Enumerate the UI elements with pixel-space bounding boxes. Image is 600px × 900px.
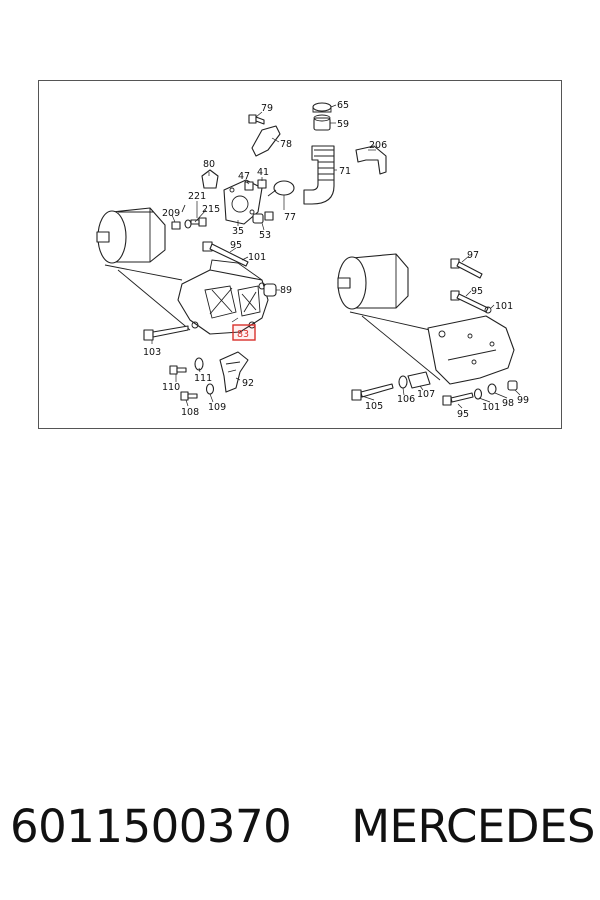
brand-name: MERCEDES (351, 800, 595, 853)
sleeve-89 (263, 283, 277, 297)
bracket-35 (223, 179, 263, 225)
callout-89: 89 (280, 285, 292, 296)
callout-106: 106 (397, 394, 415, 405)
callout-111: 111 (194, 373, 212, 384)
callout-110: 110 (162, 382, 180, 393)
callout-53: 53 (259, 230, 271, 241)
nut-99 (507, 380, 518, 391)
clamp-77 (267, 180, 295, 197)
callout-101-right: 101 (495, 301, 513, 312)
bolt-105 (351, 383, 394, 401)
bolt-95-bottom (442, 392, 474, 406)
callout-97: 97 (467, 250, 479, 261)
bolt-97 (450, 258, 483, 279)
washer-215 (184, 219, 192, 229)
washer-111 (194, 357, 204, 371)
bolt-95-left (202, 241, 249, 267)
callout-108: 108 (181, 407, 199, 418)
left-compressor-body (96, 207, 191, 331)
callout-107: 107 (417, 389, 435, 400)
fitting-59 (313, 114, 331, 131)
callout-95-right: 95 (471, 286, 483, 297)
bolt-79 (248, 114, 265, 125)
bracket-206 (355, 145, 387, 175)
washer-98 (487, 383, 497, 395)
washer-109 (205, 383, 215, 395)
clip-221 (181, 204, 186, 213)
right-compressor-body (337, 253, 441, 381)
callout-71: 71 (339, 166, 351, 177)
bracket-92 (219, 351, 249, 393)
callout-35: 35 (232, 226, 244, 237)
callout-65: 65 (337, 100, 349, 111)
fitting-65 (312, 102, 332, 113)
bracket-78 (251, 125, 281, 157)
callout-98: 98 (502, 398, 514, 409)
nut-41 (257, 179, 267, 189)
right-mounting-bracket (427, 315, 515, 385)
nut-53 (252, 213, 264, 224)
callout-80: 80 (203, 159, 215, 170)
callout-41: 41 (257, 167, 269, 178)
callout-206: 206 (369, 140, 387, 151)
callout-101-bottom: 101 (482, 402, 500, 413)
callout-101-left: 101 (248, 252, 266, 263)
bolt-103 (143, 325, 189, 341)
callout-59: 59 (337, 119, 349, 130)
spacer-106 (398, 375, 408, 389)
callout-95-bottom: 95 (457, 409, 469, 420)
part-number: 6011500370 (10, 800, 292, 853)
callout-47: 47 (238, 171, 250, 182)
footer-caption: 6011500370 MERCEDES (10, 800, 595, 853)
callout-215: 215 (202, 204, 220, 215)
callout-78: 78 (280, 139, 292, 150)
mounting-bracket (177, 259, 269, 335)
callout-209: 209 (162, 208, 180, 219)
callout-77: 77 (284, 212, 296, 223)
nut-47 (244, 181, 254, 191)
mount-80 (201, 169, 219, 189)
leader-lines (151, 104, 521, 409)
washer-209 (171, 221, 181, 230)
pipe-71 (303, 145, 335, 205)
callout-103: 103 (143, 347, 161, 358)
callout-99: 99 (517, 395, 529, 406)
callout-105: 105 (365, 401, 383, 412)
diagram-frame (38, 80, 562, 429)
callout-92: 92 (242, 378, 254, 389)
washer-101-bottom (473, 388, 483, 400)
washer-101-right (484, 306, 492, 314)
callout-109: 109 (208, 402, 226, 413)
callout-79: 79 (261, 103, 273, 114)
callout-83: 83 (237, 329, 249, 340)
bolt-215 (190, 217, 207, 227)
callout-95-left: 95 (230, 240, 242, 251)
bolt-108 (180, 391, 198, 401)
callout-221: 221 (188, 191, 206, 202)
nut-53b (264, 211, 274, 221)
sleeve-107 (407, 371, 431, 389)
bolt-110 (169, 365, 187, 375)
highlight-box-83 (232, 324, 256, 341)
